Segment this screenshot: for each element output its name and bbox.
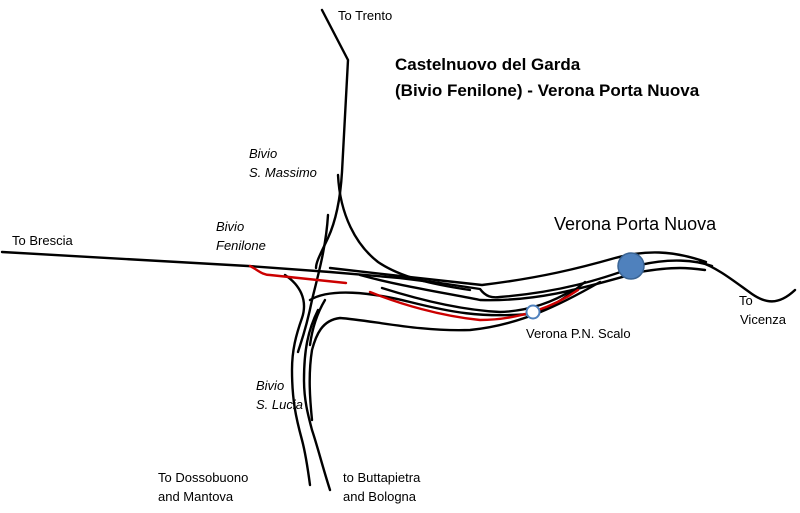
dest-vicenza-line2: Vicenza (740, 312, 787, 327)
junction-s-massimo-line1: Bivio (249, 146, 277, 161)
dest-buttapietra-line2: and Bologna (343, 489, 417, 504)
junction-fenilone-line2: Fenilone (216, 238, 266, 253)
dest-trento: To Trento (338, 8, 392, 23)
dest-buttapietra-line1: to Buttapietra (343, 470, 421, 485)
track-curve-buttapietra (308, 280, 602, 422)
track-network (0, 8, 797, 492)
track-buttapietra (302, 308, 332, 492)
red-track-scalo (368, 288, 580, 322)
dest-vicenza-line1: To (739, 293, 753, 308)
track-trento (314, 8, 350, 270)
junction-s-massimo-line2: S. Massimo (249, 165, 317, 180)
map-title-line2: (Bivio Fenilone) - Verona Porta Nuova (395, 81, 700, 100)
track-brescia-main (0, 250, 714, 299)
junction-s-lucia-line1: Bivio (256, 378, 284, 393)
station-label-pn-scalo: Verona P.N. Scalo (526, 326, 631, 341)
track-dossobuono (283, 273, 312, 487)
junction-s-lucia-line2: S. Lucia (256, 397, 303, 412)
track-main-3 (358, 266, 707, 302)
track-s-massimo-east (336, 173, 472, 292)
junction-fenilone-line1: Bivio (216, 219, 244, 234)
dest-dossobuono-line2: and Mantova (158, 489, 234, 504)
track-s-lucia-link (308, 298, 327, 347)
dest-dossobuono-line1: To Dossobuono (158, 470, 248, 485)
track-main-2 (328, 251, 708, 287)
station-label-porta-nuova: Verona Porta Nuova (554, 214, 717, 234)
highlighted-tracks (248, 264, 580, 322)
map-title-line1: Castelnuovo del Garda (395, 55, 581, 74)
track-vicenza (698, 260, 797, 303)
red-track-fenilone (248, 264, 348, 285)
verona-porta-nuova-station-marker[interactable] (617, 252, 645, 280)
verona-pn-scalo-station-marker[interactable] (525, 304, 541, 320)
track-scalo-inner (380, 286, 574, 314)
dest-brescia: To Brescia (12, 233, 73, 248)
